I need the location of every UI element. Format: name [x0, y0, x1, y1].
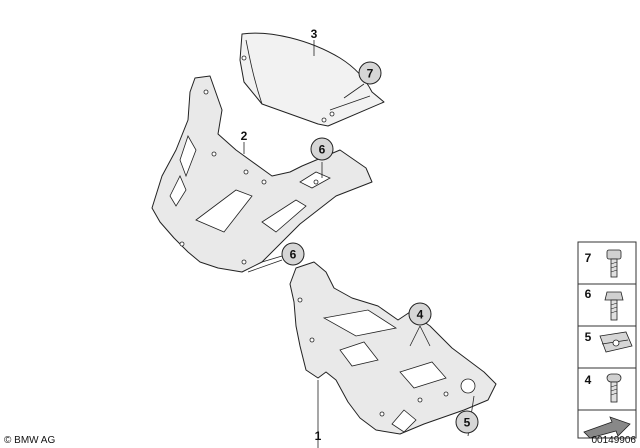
svg-text:3: 3: [311, 27, 318, 41]
svg-text:4: 4: [417, 308, 424, 322]
svg-text:5: 5: [585, 330, 592, 344]
part-1-bracket: [289, 261, 497, 435]
direction-arrow-icon: [583, 416, 631, 439]
callout-1: 1: [315, 429, 322, 443]
legend-box-4: [577, 367, 637, 411]
legend-panel: 7 6 5 4: [577, 241, 637, 439]
svg-text:5: 5: [464, 416, 471, 430]
svg-text:6: 6: [319, 143, 326, 157]
part-2-fairing-panel: [151, 75, 373, 273]
svg-text:7: 7: [367, 67, 374, 81]
hex-head-bolt-icon: [604, 291, 624, 321]
spring-nut-clip-icon: [599, 331, 633, 353]
copyright-label: © BMW AG: [4, 435, 55, 446]
callout-4: 4: [408, 302, 432, 326]
socket-head-screw-icon: [606, 249, 622, 278]
svg-text:1: 1: [315, 429, 322, 443]
legend-box-7: [577, 241, 637, 285]
svg-text:7: 7: [585, 251, 592, 265]
svg-text:2: 2: [241, 129, 248, 143]
torx-screw-icon: [606, 373, 622, 403]
svg-text:4: 4: [585, 373, 592, 387]
leader-lines: [243, 40, 475, 448]
callout-3: 3: [311, 27, 318, 41]
svg-text:6: 6: [585, 287, 592, 301]
svg-text:6: 6: [290, 248, 297, 262]
callout-6-lower: 6: [281, 242, 305, 266]
callout-6-upper: 6: [310, 137, 334, 161]
part-3-windshield: [239, 32, 385, 127]
callout-5: 5: [455, 410, 479, 434]
diagram-id-label: 00149906: [592, 435, 637, 446]
callout-2: 2: [241, 129, 248, 143]
callout-7: 7: [358, 61, 382, 85]
